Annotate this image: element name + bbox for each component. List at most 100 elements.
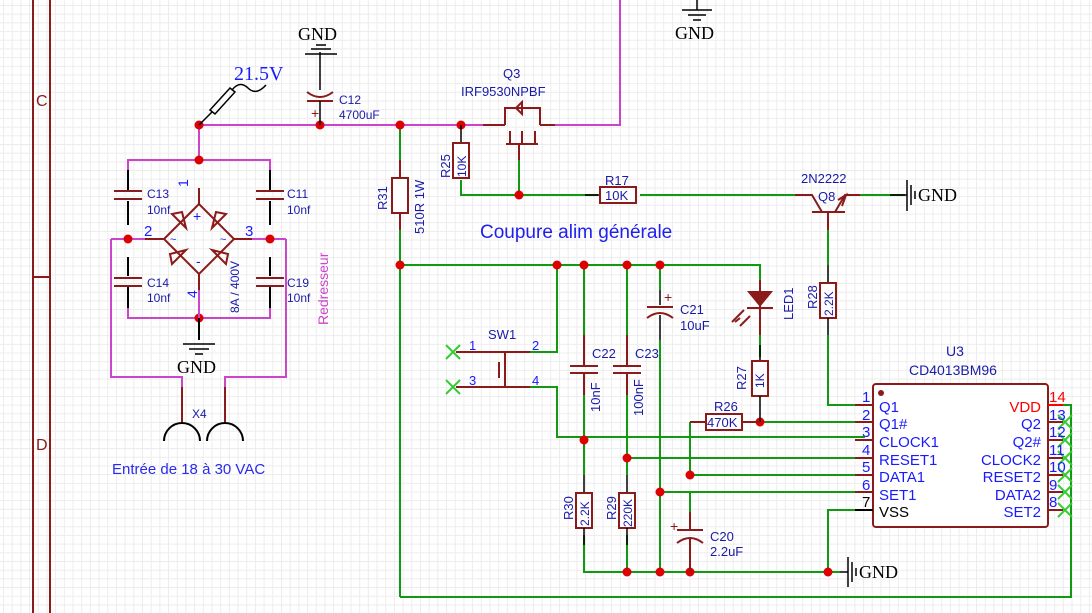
C14-value: 10nf bbox=[147, 291, 171, 305]
U3-pin-name: VSS bbox=[879, 504, 909, 521]
bridge-rating: 8A / 400V bbox=[228, 261, 242, 313]
R25-ref: R25 bbox=[438, 154, 453, 178]
gnd-label-q8: GND bbox=[918, 185, 957, 205]
bridge-minus: - bbox=[196, 253, 201, 269]
U3-pin-name: RESET1 bbox=[879, 452, 937, 469]
C21-ref: C21 bbox=[680, 302, 704, 317]
gnd-symbol-c12 bbox=[305, 44, 337, 55]
U3-pin-name: SET2 bbox=[1003, 504, 1041, 521]
gnd-label-c12: GND bbox=[298, 24, 337, 44]
C22-ref: C22 bbox=[592, 346, 616, 361]
frame-row-d: D bbox=[36, 437, 48, 454]
U3-pin-num: 13 bbox=[1049, 407, 1066, 424]
C12-value: 4700uF bbox=[339, 108, 380, 122]
Q3-value: IRF9530NPBF bbox=[461, 84, 546, 99]
Q8-value: 2N2222 bbox=[801, 171, 847, 186]
R17-body bbox=[599, 186, 637, 204]
rectifier-label: Redresseur bbox=[315, 252, 331, 325]
R25-value: 10K bbox=[455, 156, 469, 177]
gnd-label-top: GND bbox=[675, 23, 714, 43]
U3-ic bbox=[855, 383, 1073, 528]
R17-value: 10K bbox=[605, 188, 628, 203]
C12-ref: C12 bbox=[339, 93, 361, 107]
bridge-ac-right: ~ bbox=[220, 234, 226, 246]
U3-pin-num: 11 bbox=[1049, 442, 1065, 459]
noconnect-sw1 bbox=[445, 344, 461, 395]
R29-ref: R29 bbox=[604, 496, 619, 520]
U3-pin-num: 10 bbox=[1049, 459, 1066, 476]
SW1-pin-2: 2 bbox=[532, 338, 539, 353]
C19-value: 10nf bbox=[287, 291, 311, 305]
Q8-bjt bbox=[795, 192, 860, 230]
C20-symbol: + bbox=[670, 512, 704, 572]
C23-ref: C23 bbox=[635, 346, 659, 361]
gnd-symbol-top bbox=[682, 0, 712, 21]
power-nets bbox=[110, 0, 621, 387]
gnd-symbol-bridge bbox=[183, 343, 215, 355]
U3-pin-num: 9 bbox=[1049, 477, 1057, 494]
U3-pin-num: 7 bbox=[862, 494, 870, 511]
bridge-plus: + bbox=[193, 208, 201, 224]
U3-pin-name: RESET2 bbox=[983, 469, 1041, 486]
U3-pin-num: 1 bbox=[862, 389, 870, 406]
U3-pin-name: CLOCK2 bbox=[981, 452, 1041, 469]
bridge-pin-3: 3 bbox=[245, 223, 253, 240]
LED1-ref: LED1 bbox=[781, 287, 796, 320]
power-cutoff-label: Coupure alim générale bbox=[480, 222, 672, 243]
gnd-symbol-q8 bbox=[890, 180, 916, 211]
R28-value: 2.2K bbox=[822, 291, 836, 316]
svg-text:+: + bbox=[670, 518, 678, 534]
R26-ref: R26 bbox=[714, 399, 738, 414]
bridge-pin-1: 1 bbox=[175, 179, 191, 187]
bridge-pin-4: 4 bbox=[184, 290, 200, 298]
U3-pin-num: 14 bbox=[1049, 389, 1066, 406]
SW1-switch bbox=[456, 351, 530, 388]
U3-value: CD4013BM96 bbox=[909, 362, 997, 378]
sheet-frame bbox=[32, 0, 51, 613]
U3-pin-name: DATA1 bbox=[879, 469, 925, 486]
R28-ref: R28 bbox=[805, 285, 820, 309]
U3-pin-num: 2 bbox=[862, 407, 870, 424]
voltage-probe bbox=[198, 83, 267, 126]
U3-ref: U3 bbox=[946, 343, 964, 359]
C14-ref: C14 bbox=[147, 276, 169, 290]
C13-ref: C13 bbox=[147, 187, 169, 201]
C13-value: 10nf bbox=[147, 203, 171, 217]
U3-pin-name: Q2 bbox=[1021, 416, 1041, 433]
R27-ref: R27 bbox=[734, 366, 749, 390]
Q8-ref: Q8 bbox=[818, 189, 835, 204]
R17-ref: R17 bbox=[605, 173, 629, 188]
X4-connector bbox=[163, 387, 244, 442]
gnd-symbol-bottom bbox=[840, 557, 857, 587]
C21-value: 10uF bbox=[680, 318, 710, 333]
R31-ref: R31 bbox=[375, 186, 390, 210]
C11-ref: C11 bbox=[287, 187, 308, 201]
junctions bbox=[123, 120, 833, 577]
R25-body bbox=[452, 142, 470, 179]
svg-text:+: + bbox=[311, 105, 319, 121]
C12-symbol: + bbox=[306, 52, 334, 125]
U3-pin-num: 6 bbox=[862, 477, 870, 494]
Q3-mosfet bbox=[483, 99, 555, 160]
SW1-pin-1: 1 bbox=[469, 338, 476, 353]
U3-pin-name: Q1# bbox=[879, 416, 908, 433]
SW1-pin-4: 4 bbox=[532, 373, 539, 388]
U3-pin-num: 3 bbox=[862, 424, 870, 441]
R31-value: 510R 1W bbox=[412, 179, 427, 234]
svg-text:+: + bbox=[664, 289, 672, 305]
U3-pin-name: DATA2 bbox=[995, 487, 1041, 504]
U3-pin-name: VDD bbox=[1009, 399, 1041, 416]
bridge-pin-2: 2 bbox=[144, 223, 152, 240]
U3-pin-name: Q1 bbox=[879, 399, 899, 416]
C20-ref: C20 bbox=[710, 529, 734, 544]
C19-ref: C19 bbox=[287, 276, 309, 290]
C11-value: 10nf bbox=[287, 203, 311, 217]
Q3-ref: Q3 bbox=[503, 66, 520, 81]
C21-symbol: + bbox=[646, 289, 674, 340]
C20-value: 2.2uF bbox=[710, 544, 743, 559]
R30-value: 2.2K bbox=[578, 501, 592, 526]
gnd-label-bottom: GND bbox=[859, 562, 898, 582]
C23-value: 100nF bbox=[631, 379, 646, 416]
